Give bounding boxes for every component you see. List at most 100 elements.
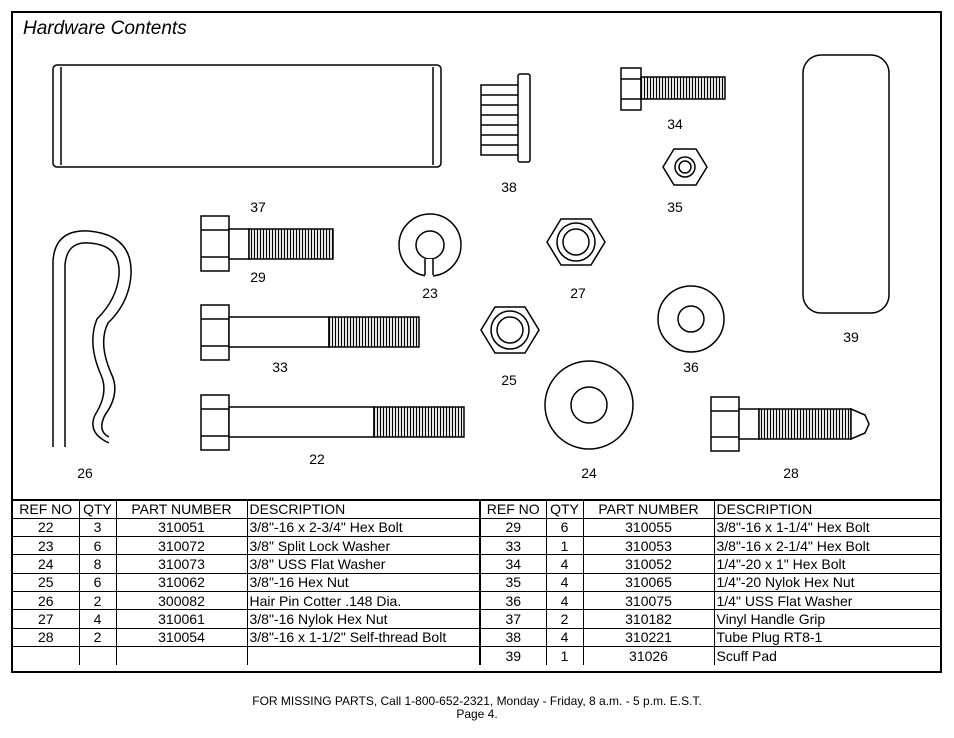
part-label-34: 34	[667, 116, 683, 132]
description: 3/8"-16 x 2-1/4" Hex Bolt	[713, 536, 940, 556]
header-ref-no: REF NO	[479, 500, 547, 519]
part-number: 310221	[582, 627, 715, 647]
part-label-38: 38	[501, 179, 517, 195]
qty: 6	[545, 517, 584, 538]
description: 3/8" USS Flat Washer	[246, 554, 481, 574]
part-label-33: 33	[272, 359, 288, 375]
part-36-flat-washer	[657, 285, 725, 353]
part-label-26: 26	[77, 465, 93, 481]
ref-no: 24	[13, 554, 80, 574]
qty: 4	[78, 609, 117, 629]
qty: 4	[545, 554, 584, 574]
description: 1/4"-20 Nylok Hex Nut	[713, 572, 940, 592]
qty: 3	[78, 517, 117, 538]
table-row: 27 4 310061 3/8"-16 Nylok Hex Nut 37 2 3…	[13, 609, 940, 629]
ref-no: 37	[479, 609, 547, 629]
ref-no	[13, 645, 80, 665]
qty: 2	[78, 627, 117, 647]
qty: 6	[78, 572, 117, 592]
table-row: 39 1 31026 Scuff Pad	[13, 645, 940, 665]
header-description: DESCRIPTION	[246, 500, 481, 519]
part-label-23: 23	[422, 285, 438, 301]
ref-no: 33	[479, 536, 547, 556]
qty: 8	[78, 554, 117, 574]
description: 3/8" Split Lock Washer	[246, 536, 481, 556]
hardware-diagram	[52, 54, 890, 452]
table-row: 26 2 300082 Hair Pin Cotter .148 Dia. 36…	[13, 590, 940, 611]
description: 1/4"-20 x 1" Hex Bolt	[713, 554, 940, 574]
part-number: 310051	[115, 517, 248, 538]
description: 3/8"-16 x 2-3/4" Hex Bolt	[246, 517, 481, 538]
ref-no: 22	[13, 517, 80, 538]
ref-no: 35	[479, 572, 547, 592]
header-part-number: PART NUMBER	[115, 500, 248, 519]
ref-no: 34	[479, 554, 547, 574]
hardware-frame: Hardware Contents 37 38 34 35 39 29 23 2…	[11, 11, 942, 673]
section-title: Hardware Contents	[23, 18, 187, 39]
part-number: 310055	[582, 517, 715, 538]
table-row: 23 6 310072 3/8" Split Lock Washer 33 1 …	[13, 536, 940, 556]
table-row: 25 6 310062 3/8"-16 Hex Nut 35 4 310065 …	[13, 572, 940, 592]
ref-no: 28	[13, 627, 80, 647]
part-label-28: 28	[783, 465, 799, 481]
table-row: 24 8 310073 3/8" USS Flat Washer 34 4 31…	[13, 554, 940, 574]
ref-no: 27	[13, 609, 80, 629]
part-24-flat-washer	[544, 360, 634, 450]
part-number	[115, 645, 248, 665]
part-label-27: 27	[570, 285, 586, 301]
part-35-nylok-nut	[662, 148, 708, 186]
part-28-self-thread-bolt	[710, 396, 870, 452]
part-label-35: 35	[667, 199, 683, 215]
header-qty: QTY	[545, 500, 584, 519]
header-description: DESCRIPTION	[713, 500, 940, 519]
part-26-hairpin-cotter	[52, 230, 132, 447]
part-label-39: 39	[843, 329, 859, 345]
description: 3/8"-16 Hex Nut	[246, 572, 481, 592]
description: 3/8"-16 x 1-1/4" Hex Bolt	[713, 517, 940, 538]
ref-no: 25	[13, 572, 80, 592]
part-number: 310075	[582, 590, 715, 611]
ref-no: 36	[479, 590, 547, 611]
description: 3/8"-16 Nylok Hex Nut	[246, 609, 481, 629]
part-label-37: 37	[250, 199, 266, 215]
part-number: 310072	[115, 536, 248, 556]
ref-no: 26	[13, 590, 80, 611]
part-33-hex-bolt	[200, 304, 420, 361]
parts-table: REF NO QTY PART NUMBER DESCRIPTION REF N…	[13, 499, 940, 665]
description: Tube Plug RT8-1	[713, 627, 940, 647]
part-39-scuff-pad	[802, 54, 890, 314]
part-25-hex-nut	[480, 306, 540, 354]
header-qty: QTY	[78, 500, 117, 519]
ref-no: 38	[479, 627, 547, 647]
table-row: 22 3 310051 3/8"-16 x 2-3/4" Hex Bolt 29…	[13, 517, 940, 538]
part-number: 310182	[582, 609, 715, 629]
page-number: Page 4.	[456, 707, 498, 721]
table-row: 28 2 310054 3/8"-16 x 1-1/2" Self-thread…	[13, 627, 940, 647]
part-label-22: 22	[309, 451, 325, 467]
part-number: 310053	[582, 536, 715, 556]
part-38-tube-plug	[480, 73, 531, 163]
qty: 1	[545, 536, 584, 556]
part-number: 31026	[582, 645, 715, 665]
qty: 4	[545, 627, 584, 647]
description: Hair Pin Cotter .148 Dia.	[246, 590, 481, 611]
ref-no: 29	[479, 517, 547, 538]
description: Vinyl Handle Grip	[713, 609, 940, 629]
part-number: 310052	[582, 554, 715, 574]
part-23-split-lock-washer	[398, 213, 462, 277]
header-part-number: PART NUMBER	[582, 500, 715, 519]
description: Scuff Pad	[713, 645, 940, 665]
part-number: 310061	[115, 609, 248, 629]
part-label-29: 29	[250, 269, 266, 285]
part-29-hex-bolt	[200, 215, 334, 272]
part-label-36: 36	[683, 359, 699, 375]
footer: FOR MISSING PARTS, Call 1-800-652-2321, …	[0, 695, 954, 721]
part-label-25: 25	[501, 372, 517, 388]
part-34-hex-bolt	[620, 67, 726, 111]
part-number: 310062	[115, 572, 248, 592]
part-number: 310065	[582, 572, 715, 592]
missing-parts-line: FOR MISSING PARTS, Call 1-800-652-2321, …	[252, 694, 702, 708]
ref-no: 39	[479, 645, 547, 665]
qty: 4	[545, 590, 584, 611]
part-22-hex-bolt	[200, 394, 465, 451]
